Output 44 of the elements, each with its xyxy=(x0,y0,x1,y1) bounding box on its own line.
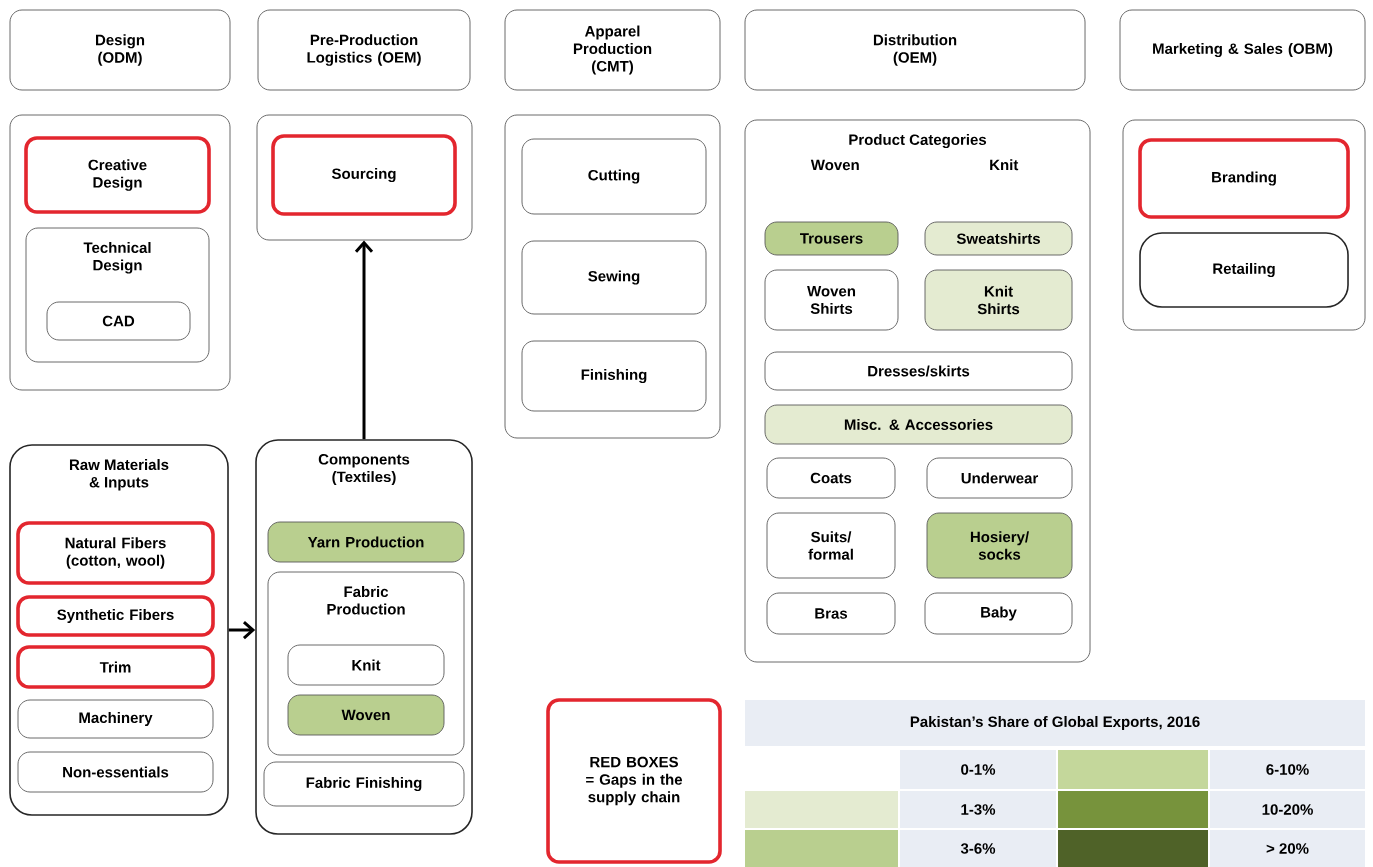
process-box: Yarn Production xyxy=(267,521,465,563)
process-box: Suits/ formal xyxy=(766,512,896,579)
process-box: Machinery xyxy=(17,699,214,739)
header-box: Distribution (OEM) xyxy=(744,9,1086,91)
process-box: Trousers xyxy=(764,221,899,256)
highlighted-box: Branding xyxy=(1138,138,1350,219)
process-box: Underwear xyxy=(926,457,1073,499)
header-box: Design (ODM) xyxy=(9,9,231,91)
process-box: Knit Shirts xyxy=(924,269,1073,331)
process-box: Retailing xyxy=(1139,232,1349,308)
highlighted-box: Synthetic Fibers xyxy=(16,595,215,637)
legend-label: 6-10% xyxy=(1210,750,1365,789)
header-box: Pre-Production Logistics (OEM) xyxy=(257,9,471,91)
arrow xyxy=(228,620,256,640)
process-box: Coats xyxy=(766,457,896,499)
process-box: Knit xyxy=(287,644,445,686)
process-box: Non-essentials xyxy=(17,751,214,793)
process-box: Baby xyxy=(924,592,1073,635)
arrow xyxy=(354,240,374,440)
legend-label: > 20% xyxy=(1210,830,1365,867)
highlighted-box: Trim xyxy=(16,645,215,689)
highlighted-box: Natural Fibers (cotton, wool) xyxy=(16,521,215,585)
process-box: Woven xyxy=(287,694,445,736)
process-box: Finishing xyxy=(521,340,707,412)
table-title: Pakistan’s Share of Global Exports, 2016 xyxy=(745,700,1365,746)
process-box: Woven Shirts xyxy=(764,269,899,331)
header-box: Marketing & Sales (OBM) xyxy=(1119,9,1366,91)
process-box: CAD xyxy=(46,301,191,341)
process-box: Misc. & Accessories xyxy=(764,404,1073,445)
process-box: Sewing xyxy=(521,240,707,315)
process-box: Hosiery/ socks xyxy=(926,512,1073,579)
process-box: Dresses/skirts xyxy=(764,351,1073,391)
highlighted-box: Sourcing xyxy=(271,134,457,216)
process-box: Bras xyxy=(766,592,896,635)
highlighted-box: Creative Design xyxy=(24,136,211,214)
process-box: Fabric Finishing xyxy=(263,761,465,807)
legend-label: 10-20% xyxy=(1210,791,1365,828)
legend-label: 3-6% xyxy=(900,830,1056,867)
process-box: Cutting xyxy=(521,138,707,215)
legend-label: 1-3% xyxy=(900,791,1056,828)
highlighted-box: RED BOXES = Gaps in the supply chain xyxy=(546,698,722,864)
header-box: Apparel Production (CMT) xyxy=(504,9,721,91)
legend-label: 0-1% xyxy=(900,750,1056,789)
process-box: Sweatshirts xyxy=(924,221,1073,256)
